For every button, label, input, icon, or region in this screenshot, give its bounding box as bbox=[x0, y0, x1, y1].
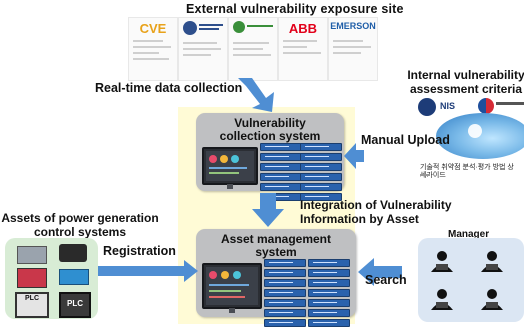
assets-title: Assets of power generation control syste… bbox=[0, 211, 160, 239]
globe-image bbox=[436, 113, 524, 159]
cisa-seal-icon bbox=[183, 21, 197, 35]
vcs-title-line2: collection system bbox=[219, 129, 321, 143]
nis-logo-text: NIS bbox=[440, 101, 456, 111]
plc-asset-1-icon: PLC bbox=[15, 292, 49, 318]
ams-monitor-icon bbox=[202, 263, 262, 313]
manager-person-icon bbox=[431, 251, 453, 272]
asset-management-system: Asset management system bbox=[196, 229, 356, 327]
search-label: Search bbox=[365, 273, 407, 287]
arrow-manual-upload bbox=[344, 143, 364, 169]
plc-asset-2-icon: PLC bbox=[59, 292, 91, 318]
controller-asset-icon bbox=[59, 244, 87, 262]
ams-title-line1: Asset management bbox=[220, 232, 332, 246]
manager-person-icon bbox=[481, 289, 503, 310]
site-emerson: EMERSON bbox=[328, 17, 378, 81]
plc-label-1: PLC bbox=[25, 295, 39, 302]
guide-report-title: 기술적 취약점 분석·평가 방법 상세가이드 bbox=[420, 164, 514, 179]
plc-label-2: PLC bbox=[67, 299, 83, 308]
realtime-collection-label: Real-time data collection bbox=[95, 81, 243, 95]
external-sites-title: External vulnerability exposure site bbox=[186, 2, 404, 16]
vcs-server-rack-2-icon bbox=[300, 143, 342, 203]
registration-label: Registration bbox=[103, 244, 176, 258]
manager-person-icon bbox=[431, 289, 453, 310]
site-cisa bbox=[178, 17, 228, 81]
cve-logo: CVE bbox=[139, 21, 167, 36]
manual-upload-label: Manual Upload bbox=[361, 133, 450, 147]
ministry-emblem-icon bbox=[478, 98, 494, 114]
vcs-monitor-icon bbox=[202, 147, 258, 189]
vcs-title-line1: Vulnerability bbox=[234, 116, 306, 130]
ministry-name-bar bbox=[496, 102, 524, 105]
site-abb: ABB bbox=[278, 17, 328, 81]
ams-server-rack-icon bbox=[264, 259, 306, 329]
vulnerability-collection-system: Vulnerability collection system bbox=[196, 113, 344, 201]
external-sites-strip: CVE ABB EMERSON bbox=[128, 17, 378, 81]
manager-label: Manager bbox=[448, 229, 490, 240]
assets-panel: PLC PLC bbox=[5, 238, 98, 319]
internal-title-line2: assessment criteria bbox=[409, 82, 523, 96]
firewall-asset-icon bbox=[17, 268, 47, 288]
site-korean-agency bbox=[228, 17, 278, 81]
server-asset-icon bbox=[17, 246, 47, 264]
agency-logo-icon bbox=[233, 21, 245, 33]
assets-title-line1: Assets of power generation bbox=[1, 211, 159, 225]
integration-line1: Integration of Vulnerability bbox=[300, 198, 452, 212]
integration-label: Integration of Vulnerability Information… bbox=[300, 198, 452, 226]
ams-server-rack-2-icon bbox=[308, 259, 350, 329]
internal-criteria-title: Internal vulnerability assessment criter… bbox=[404, 68, 524, 96]
site-cve: CVE bbox=[128, 17, 178, 81]
arrow-registration bbox=[98, 260, 198, 282]
vcs-server-rack-icon bbox=[260, 143, 302, 203]
switch-asset-icon bbox=[59, 269, 89, 285]
manager-panel bbox=[418, 238, 524, 322]
arrow-external-to-vcs bbox=[238, 78, 274, 112]
internal-title-line1: Internal vulnerability bbox=[407, 68, 524, 82]
emerson-logo: EMERSON bbox=[330, 21, 376, 31]
guide-report-line bbox=[420, 174, 430, 176]
lock-icon bbox=[468, 124, 482, 138]
arrow-search bbox=[358, 258, 402, 286]
assets-title-line2: control systems bbox=[33, 225, 127, 239]
arrow-vcs-to-ams bbox=[252, 193, 284, 227]
abb-logo: ABB bbox=[288, 21, 318, 36]
nis-emblem-icon bbox=[418, 98, 436, 116]
manager-person-icon bbox=[481, 251, 503, 272]
ams-title-line2: system bbox=[255, 245, 297, 259]
integration-line2: Information by Asset bbox=[300, 212, 419, 226]
